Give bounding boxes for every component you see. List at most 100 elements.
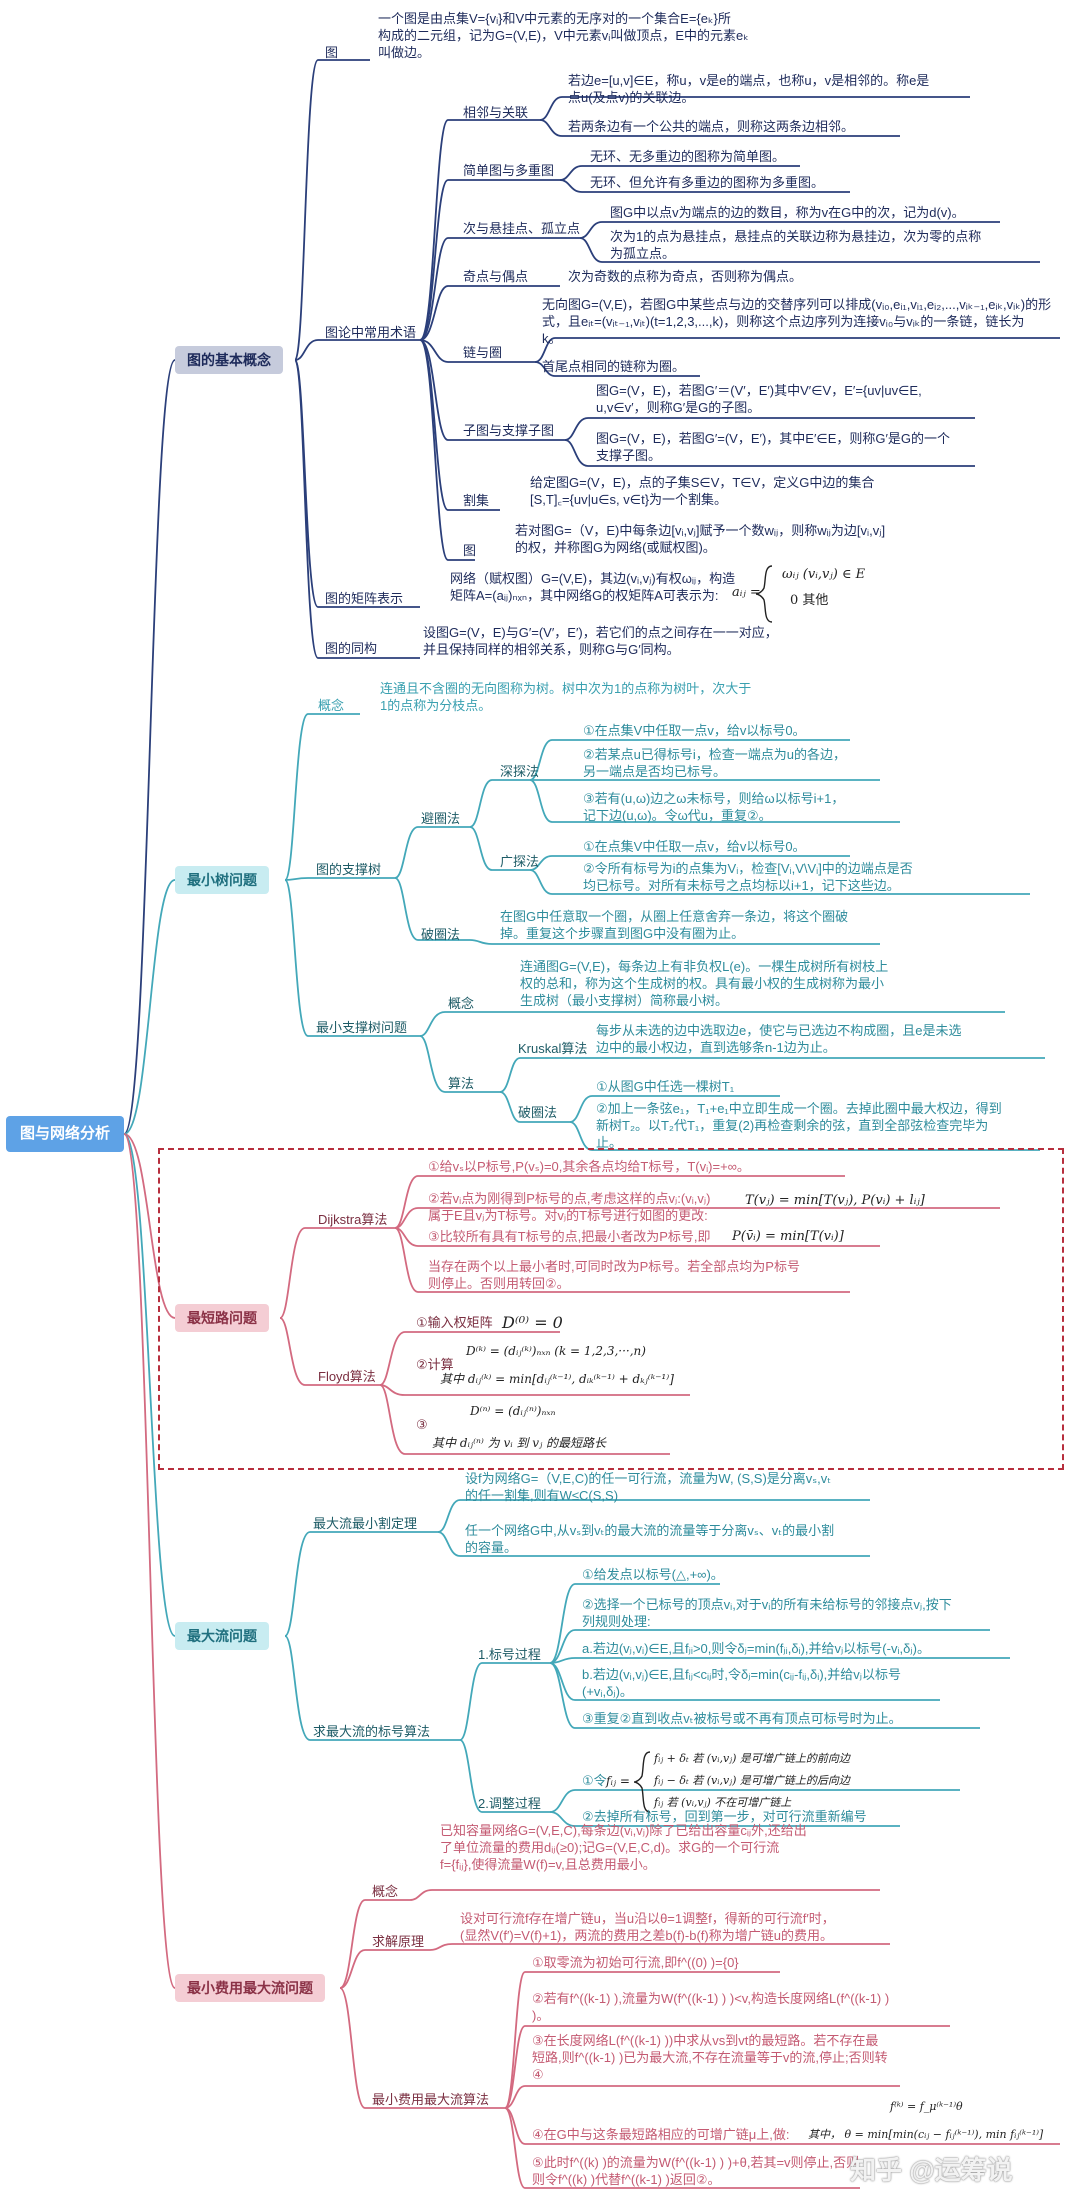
node-dijkstra[interactable]: Dijkstra算法 bbox=[318, 1212, 388, 1227]
mincost-step-2: ②若有f^((k-1) ),流量为W(f^((k-1) ) )<v,构造长度网络… bbox=[532, 1991, 890, 2023]
adjust-formula-case-2: fᵢⱼ − δₜ 若 (vᵢ,vⱼ) 是可增广链上的后向边 bbox=[654, 1774, 850, 1787]
branch-max-flow[interactable]: 最大流问题 bbox=[175, 1622, 269, 1650]
branch-basic-concepts[interactable]: 图的基本概念 bbox=[175, 346, 283, 374]
node-min-spanning-tree[interactable]: 最小支撑树问题 bbox=[316, 1020, 408, 1035]
node-cut-set[interactable]: 割集 bbox=[463, 493, 490, 508]
node-bfs[interactable]: 广探法 bbox=[500, 854, 540, 869]
chain-text-2: 首尾点相同的链称为圈。 bbox=[542, 359, 686, 374]
matrix-text: 网络（赋权图）G=(V,E)，其边(vᵢ,vⱼ)有权ωᵢⱼ，构造 矩阵A=(aᵢ… bbox=[450, 571, 736, 603]
dfs-step-3: ③若有(u,ω)边之ω未标号，则给ω以标号i+1， 记下边(u,ω)。令ω代u，… bbox=[583, 791, 845, 823]
floyd-formula-2b: 其中 dᵢⱼ⁽ᵏ⁾ = min[dᵢⱼ⁽ᵏ⁻¹⁾, dᵢₖ⁽ᵏ⁻¹⁾ + dₖⱼ… bbox=[440, 1372, 674, 1386]
dijkstra-step-2: ②若vᵢ点为刚得到P标号的点,考虑这样的点vⱼ:(vᵢ,vⱼ) 属于E且vⱼ为T… bbox=[428, 1191, 711, 1223]
node-chain-cycle[interactable]: 链与圈 bbox=[463, 345, 503, 360]
dfs-step-2: ②若某点u已得标号i，检查一端点为u的各边， 另一端点是否均已标号。 bbox=[583, 747, 847, 779]
odd-even-text: 次为奇数的点称为奇点，否则称为偶点。 bbox=[568, 269, 803, 284]
node-dfs[interactable]: 深探法 bbox=[500, 764, 540, 779]
node-mst-break-cycle[interactable]: 破圈法 bbox=[518, 1105, 558, 1120]
mincost-step-5: ⑤此时f^((k) )的流量为W(f^((k-1) ) )+θ,若其=v则停止,… bbox=[532, 2155, 860, 2187]
chain-text-1: 无向图G=(V,E)，若图G中某些点与边的交替序列可以排成(vᵢ₀,eᵢ₁,vᵢ… bbox=[542, 297, 1052, 346]
adjust-formula-case-1: fᵢⱼ + δₜ 若 (vᵢ,vⱼ) 是可增广链上的前向边 bbox=[654, 1752, 850, 1765]
node-simple-graph[interactable]: 简单图与多重图 bbox=[463, 163, 555, 178]
node-mincost-principle[interactable]: 求解原理 bbox=[372, 1934, 425, 1949]
node-isomorphism[interactable]: 图的同构 bbox=[325, 641, 378, 656]
mincost-formula-a: f⁽ᵏ⁾ = f_μ⁽ᵏ⁻¹⁾θ bbox=[890, 2100, 963, 2113]
floyd-formula-3a: D⁽ⁿ⁾ = (dᵢⱼ⁽ⁿ⁾)ₙₓₙ bbox=[470, 1404, 556, 1418]
bfs-step-1: ①在点集V中任取一点v，给v以标号0。 bbox=[583, 839, 806, 854]
highlight-box bbox=[158, 1148, 1064, 1470]
break-cycle-text: 在图G中任意取一个圈，从圈上任意舍弃一条边，将这个圈破 掉。重复这个步骤直到图G… bbox=[500, 909, 849, 941]
mst-concept-text: 连通图G=(V,E)，每条边上有非负权L(e)。一棵生成树所有树枝上 权的总和，… bbox=[520, 959, 889, 1008]
node-terms[interactable]: 图论中常用术语 bbox=[325, 325, 417, 340]
node-adjacency[interactable]: 相邻与关联 bbox=[463, 105, 529, 120]
graph-definition: 一个图是由点集V={vᵢ}和V中元素的无序对的一个集合E={eₖ}所 构成的二元… bbox=[378, 11, 749, 60]
adjust-formula-lhs: fᵢⱼ = bbox=[606, 1774, 630, 1788]
labeling-step-3: ③重复②直到收点vₜ被标号或不再有顶点可标号时为止。 bbox=[582, 1711, 902, 1726]
dfs-step-1: ①在点集V中任取一点v，给v以标号0。 bbox=[583, 723, 806, 738]
node-degree[interactable]: 次与悬挂点、孤立点 bbox=[463, 221, 581, 236]
node-odd-even[interactable]: 奇点与偶点 bbox=[463, 269, 529, 284]
node-spanning-tree[interactable]: 图的支撑树 bbox=[316, 862, 382, 877]
floyd-formula-1: D⁽⁰⁾ = 0 bbox=[502, 1313, 563, 1332]
node-adjust-process[interactable]: 2.调整过程 bbox=[478, 1796, 541, 1811]
bfs-step-2: ②令所有标号为i的点集为Vᵢ，检查[Vᵢ,V\Vᵢ]中的边端点是否 均已标号。对… bbox=[583, 861, 913, 893]
dijkstra-step-3: ③比较所有具有T标号的点,把最小者改为P标号,即 bbox=[428, 1229, 711, 1244]
adjacency-text-2: 若两条边有一个公共的端点，则称这两条边相邻。 bbox=[568, 119, 855, 134]
node-maxflow-mincut[interactable]: 最大流最小割定理 bbox=[313, 1516, 418, 1531]
adjacency-text-1: 若边e=[u,v]∈E，称u，v是e的端点，也称u，v是相邻的。称e是 点u(及… bbox=[568, 73, 930, 105]
floyd-step-2: ②计算 bbox=[416, 1357, 454, 1372]
node-network[interactable]: 图 bbox=[463, 543, 477, 558]
tree-concept-text: 连通且不含圈的无向图称为树。树中次为1的点称为树叶，次大于 1的点称为分枝点。 bbox=[380, 681, 752, 713]
root-node[interactable]: 图与网络分析 bbox=[6, 1116, 124, 1152]
dijkstra-step-4: 当存在两个以上最小者时,可同时改为P标号。若全部点均为P标号 则停止。否则用转回… bbox=[428, 1259, 800, 1291]
mincost-concept-text: 已知容量网络G=(V,E,C),每条边(vᵢ,vⱼ)除了已给出容量cᵢⱼ外,还给… bbox=[440, 1823, 807, 1872]
degree-text-2: 次为1的点为悬挂点，悬挂点的关联边称为悬挂边，次为零的点称 为孤立点。 bbox=[610, 229, 982, 261]
kruskal-text: 每步从未选的边中选取边e，使它与已选边不构成圈，且e是未选 边中的最小权边，直到… bbox=[596, 1023, 962, 1055]
subgraph-text-2: 图G=(V，E)，若图G′=(V，E′)，其中E′∈E，则称G′是G的一个 支撑… bbox=[596, 431, 951, 463]
adjust-step-2: ②去掉所有标号，回到第一步，对可行流重新编号 bbox=[582, 1809, 867, 1824]
dijkstra-formula-1: T(vⱼ) = min[T(vⱼ), P(vᵢ) + lᵢⱼ] bbox=[745, 1193, 925, 1208]
node-avoid-cycle[interactable]: 避圈法 bbox=[421, 811, 461, 826]
degree-text-1: 图G中以点v为端点的边的数目，称为v在G中的次，记为d(v)。 bbox=[610, 205, 965, 220]
node-labeling-algorithm[interactable]: 求最大流的标号算法 bbox=[313, 1724, 431, 1739]
mincost-formula-b: 其中， θ = min[min(cᵢⱼ − fᵢⱼ⁽ᵏ⁻¹⁾), min fᵢⱼ… bbox=[808, 2128, 1044, 2141]
labeling-step-2: ②选择一个已标号的顶点vᵢ,对于vᵢ的所有未给标号的邻接点vⱼ,按下 列规则处理… bbox=[582, 1597, 952, 1629]
simple-text-1: 无环、无多重边的图称为简单图。 bbox=[590, 149, 786, 164]
node-kruskal[interactable]: Kruskal算法 bbox=[518, 1041, 588, 1056]
node-mincost-algorithm[interactable]: 最小费用最大流算法 bbox=[372, 2092, 490, 2107]
mst-break-step-1: ①从图G中任选一棵树T₁ bbox=[596, 1079, 735, 1094]
network-text: 若对图G=（V，E)中每条边[vᵢ,vⱼ]赋予一个数wᵢⱼ，则称wᵢⱼ为边[vᵢ… bbox=[515, 523, 886, 555]
floyd-formula-2a: D⁽ᵏ⁾ = (dᵢⱼ⁽ᵏ⁾)ₙₓₙ (k = 1,2,3,···,n) bbox=[466, 1344, 646, 1358]
mincost-principle-text: 设对可行流f存在增广链u，当u沿以θ=1调整f，得新的可行流f′时， (显然V(… bbox=[460, 1911, 835, 1943]
isomorphism-text: 设图G=(V，E)与G′=(V′，E′)，若它们的点之间存在一一对应， 并且保持… bbox=[423, 625, 778, 657]
adjust-formula-case-3: fᵢⱼ 若 (vᵢ,vⱼ) 不在可增广链上 bbox=[654, 1796, 792, 1809]
labeling-step-2a: a.若边(vⱼ,vᵢ)∈E,且fⱼᵢ>0,则令δⱼ=min(fⱼᵢ,δᵢ),并给… bbox=[582, 1641, 930, 1656]
matrix-formula-case-2: 0 其他 bbox=[790, 593, 829, 608]
mincost-step-1: ①取零流为初始可行流,即f^((0) )={0} bbox=[532, 1955, 739, 1970]
node-matrix[interactable]: 图的矩阵表示 bbox=[325, 591, 404, 606]
simple-text-2: 无环、但允许有多重边的图称为多重图。 bbox=[590, 175, 825, 190]
node-subgraph[interactable]: 子图与支撑子图 bbox=[463, 423, 555, 438]
dijkstra-formula-2: P(v̄ᵢ) = min[T(vᵢ)] bbox=[732, 1229, 844, 1244]
branch-min-cost-max-flow[interactable]: 最小费用最大流问题 bbox=[175, 1974, 325, 2002]
matrix-formula-lhs: aᵢⱼ = bbox=[732, 585, 761, 600]
node-labeling-process[interactable]: 1.标号过程 bbox=[478, 1647, 541, 1662]
mst-break-step-2: ②加上一条弦e₁，T₁+e₁中立即生成一个圈。去掉此圈中最大权边，得到 新树T₂… bbox=[596, 1101, 1002, 1150]
watermark: 知乎 @运筹说 bbox=[850, 2155, 1013, 2185]
branch-min-tree[interactable]: 最小树问题 bbox=[175, 866, 269, 894]
matrix-formula-case-1: ωᵢⱼ (vᵢ,vⱼ) ∈ E bbox=[782, 567, 866, 582]
adjust-step-1: ①令 bbox=[582, 1773, 607, 1788]
floyd-formula-3b: 其中 dᵢⱼ⁽ⁿ⁾ 为 vᵢ 到 vⱼ 的最短路长 bbox=[432, 1436, 607, 1450]
node-mst-algorithm[interactable]: 算法 bbox=[448, 1076, 475, 1091]
node-mst-concept[interactable]: 概念 bbox=[448, 996, 475, 1011]
branch-shortest-path[interactable]: 最短路问题 bbox=[175, 1304, 269, 1332]
node-break-cycle[interactable]: 破圈法 bbox=[421, 927, 461, 942]
dijkstra-step-1: ①给vₛ以P标号,P(vₛ)=0,其余各点均给T标号，T(vᵢ)=+∞。 bbox=[428, 1159, 750, 1174]
maxflow-cut-text-1: 设f为网络G=（V,E,C)的任一可行流，流量为W, (S,S)是分离vₛ,vₜ… bbox=[465, 1471, 832, 1503]
node-graph[interactable]: 图 bbox=[325, 45, 339, 60]
node-floyd[interactable]: Floyd算法 bbox=[318, 1369, 376, 1384]
maxflow-cut-text-2: 任一个网络G中,从vₛ到vₜ的最大流的流量等于分离vₛ、vₜ的最小割 的容量。 bbox=[465, 1523, 835, 1555]
node-tree-concept[interactable]: 概念 bbox=[318, 698, 345, 713]
labeling-step-1: ①给发点以标号(△,+∞)。 bbox=[582, 1567, 724, 1582]
floyd-step-1: ①输入权矩阵 bbox=[416, 1315, 493, 1330]
node-mincost-concept[interactable]: 概念 bbox=[372, 1884, 399, 1899]
